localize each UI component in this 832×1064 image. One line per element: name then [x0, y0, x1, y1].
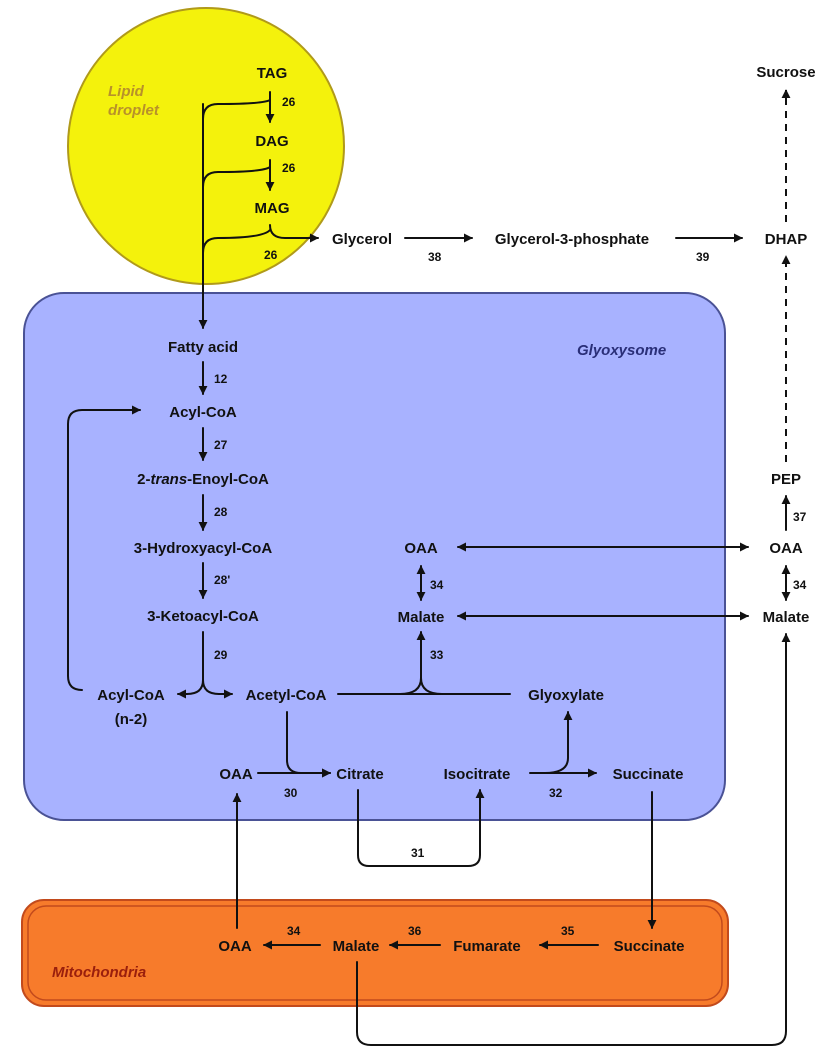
step-oaa-malate-glyoxysome: 34	[430, 578, 444, 592]
step-acyl-enoyl: 27	[214, 438, 228, 452]
step-enoyl-hydroxy: 28	[214, 505, 228, 519]
metabolite-succinate-glyoxysome: Succinate	[613, 766, 684, 783]
metabolite-glycerol: Glycerol	[332, 231, 392, 248]
metabolite-oaa-cytosol: OAA	[769, 540, 803, 557]
arrow-thiolase-to-acetyl-coa	[202, 679, 233, 699]
metabolite-pep: PEP	[771, 471, 801, 488]
step-glycerol-g3p: 38	[428, 250, 442, 264]
metabolite-hydroxyacyl-coa: 3-Hydroxyacyl-CoA	[134, 540, 273, 557]
fatty-acid-release-tag	[202, 99, 271, 120]
metabolite-enoyl-coa: 2-trans-Enoyl-CoA	[137, 471, 269, 488]
step-isocitrate-lyase: 32	[549, 786, 563, 800]
metabolite-acyl-coa-n2: Acyl-CoA	[97, 687, 165, 704]
metabolite-malate-mitochondria: Malate	[333, 938, 380, 955]
lipid-droplet-label-line1: Lipid	[108, 83, 145, 100]
metabolite-malate-cytosol: Malate	[763, 609, 810, 626]
metabolite-acyl-coa-n2-suffix: (n-2)	[115, 711, 148, 728]
step-aconitase: 31	[411, 846, 425, 860]
metabolite-glycerol-3-phosphate: Glycerol-3-phosphate	[495, 231, 649, 248]
metabolite-acetyl-coa: Acetyl-CoA	[246, 687, 327, 704]
step-tag-dag: 26	[282, 95, 296, 109]
step-oaa-pep: 37	[793, 510, 807, 524]
metabolite-ketoacyl-coa: 3-Ketoacyl-CoA	[147, 608, 259, 625]
metabolite-oaa-citrate-synthase: OAA	[219, 766, 253, 783]
metabolite-oaa-glyoxysome: OAA	[404, 540, 438, 557]
metabolite-tag: TAG	[257, 65, 288, 82]
lipid-droplet-compartment	[67, 7, 345, 285]
metabolite-fumarate: Fumarate	[453, 938, 521, 955]
metabolite-dhap: DHAP	[765, 231, 808, 248]
step-mag-glycerol: 26	[264, 248, 278, 262]
glyoxysome-label: Glyoxysome	[577, 342, 666, 359]
malate-synthase-merge	[420, 677, 443, 695]
step-oaa-malate-cytosol: 34	[793, 578, 807, 592]
step-g3p-dhap: 39	[696, 250, 710, 264]
metabolite-isocitrate: Isocitrate	[444, 766, 511, 783]
metabolite-citrate: Citrate	[336, 766, 384, 783]
step-fumarate-malate: 36	[408, 924, 422, 938]
step-malate-oaa-mitochondria: 34	[287, 924, 301, 938]
metabolite-dag: DAG	[255, 133, 288, 150]
metabolite-glyoxylate: Glyoxylate	[528, 687, 604, 704]
metabolite-oaa-mitochondria: OAA	[218, 938, 252, 955]
lipid-droplet-label-line2: droplet	[108, 102, 160, 119]
step-malate-synthase: 33	[430, 648, 444, 662]
step-succinate-fumarate: 35	[561, 924, 575, 938]
mitochondria-label: Mitochondria	[52, 964, 146, 981]
metabolite-mag: MAG	[255, 200, 290, 217]
mitochondria-compartment-inner	[27, 905, 723, 1001]
mitochondria-compartment-outer	[21, 899, 729, 1007]
metabolite-fatty-acid: Fatty acid	[168, 339, 238, 356]
step-fa-acylcoa: 12	[214, 372, 228, 386]
glyoxysome-compartment	[23, 292, 726, 821]
arrow-malate-mito-to-cytosol	[356, 633, 791, 1046]
arrow-isocitrate-to-glyoxylate	[544, 711, 573, 774]
step-citrate-synthase: 30	[284, 786, 298, 800]
metabolite-succinate-mitochondria: Succinate	[614, 938, 685, 955]
arrow-recycle-acyl-coa	[67, 405, 141, 691]
metabolite-malate-glyoxysome: Malate	[398, 609, 445, 626]
step-dag-mag: 26	[282, 161, 296, 175]
arrow-mag-to-glycerol	[269, 224, 319, 243]
step-hydroxy-keto: 28'	[214, 573, 230, 587]
fatty-acid-release-mag	[202, 229, 271, 254]
metabolite-sucrose: Sucrose	[756, 64, 815, 81]
arrow-citrate-to-isocitrate	[357, 789, 485, 867]
fatty-acid-release-dag	[202, 166, 271, 188]
step-thiolase: 29	[214, 648, 228, 662]
metabolite-acyl-coa: Acyl-CoA	[169, 404, 237, 421]
